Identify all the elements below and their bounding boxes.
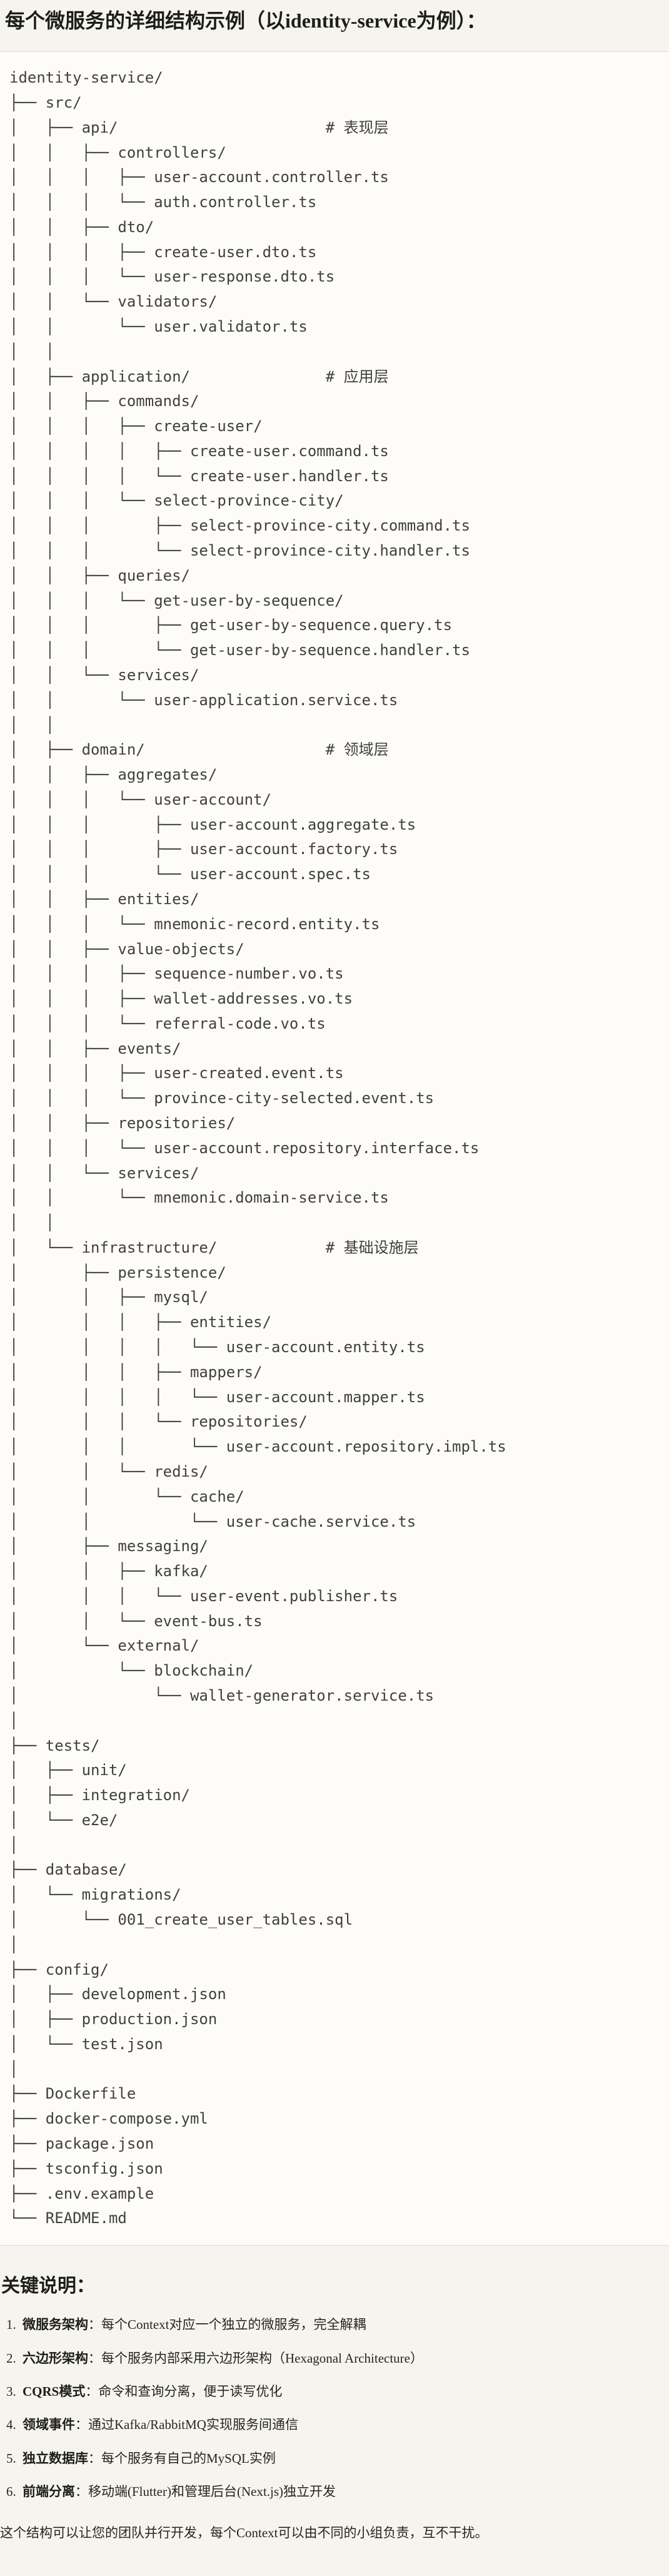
key-note-text: 命令和查询分离，便于读写优化 [98,2383,283,2399]
key-note-text: 移动端(Flutter)和管理后台(Next.js)独立开发 [88,2484,336,2500]
key-note-text: 每个服务内部采用六边形架构（Hexagonal Architecture） [101,2350,423,2366]
key-note-label: 微服务架构 [23,2317,88,2333]
directory-tree-code-block: identity-service/ ├── src/ │ ├── api/ # … [0,51,669,2246]
key-note-text: 每个服务有自己的MySQL实例 [101,2450,276,2466]
key-notes-heading: 关键说明： [1,2276,95,2297]
key-note-item: 2. 六边形架构：每个服务内部采用六边形架构（Hexagonal Architec… [0,2349,669,2368]
key-note-label: 六边形架构 [23,2350,88,2366]
key-note-separator: ： [88,2450,101,2466]
key-note-separator: ： [75,2417,88,2433]
key-note-text: 通过Kafka/RabbitMQ实现服务间通信 [88,2417,298,2433]
key-note-item: 5. 独立数据库：每个服务有自己的MySQL实例 [0,2450,669,2468]
key-note-number: 4. [6,2417,16,2433]
key-note-separator: ： [75,2484,88,2500]
key-note-text: 每个Context对应一个独立的微服务，完全解耦 [101,2317,366,2333]
key-note-separator: ： [85,2383,99,2399]
directory-tree-pre: identity-service/ ├── src/ │ ├── api/ # … [9,69,506,2227]
key-note-item: 1. 微服务架构：每个Context对应一个独立的微服务，完全解耦 [0,2316,669,2334]
key-note-item: 3. CQRS模式：命令和查询分离，便于读写优化 [0,2383,669,2401]
page-title: 每个微服务的详细结构示例（以identity-service为例）： [5,9,486,32]
key-note-number: 5. [6,2450,16,2466]
key-note-item: 4. 领域事件：通过Kafka/RabbitMQ实现服务间通信 [0,2416,669,2434]
key-note-label: 独立数据库 [23,2450,88,2466]
key-note-number: 3. [6,2383,16,2399]
key-note-item: 6. 前端分离：移动端(Flutter)和管理后台(Next.js)独立开发 [0,2483,669,2501]
key-note-number: 6. [6,2484,16,2500]
key-note-label: 前端分离 [23,2484,75,2500]
key-note-number: 1. [6,2317,16,2333]
key-note-label: CQRS模式 [23,2383,86,2399]
key-note-separator: ： [88,2317,101,2333]
key-note-number: 2. [6,2350,16,2366]
key-note-label: 领域事件 [23,2417,75,2433]
closing-paragraph: 这个结构可以让您的团队并行开发，每个Context可以由不同的小组负责，互不干扰… [0,2525,488,2540]
key-note-separator: ： [88,2350,101,2366]
